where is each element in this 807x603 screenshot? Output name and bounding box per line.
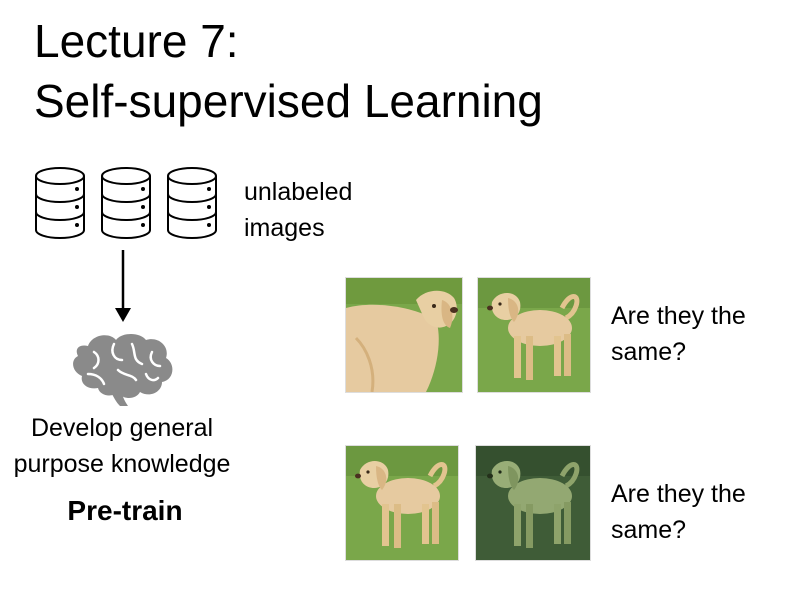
question-2-line-2: same? <box>611 516 687 544</box>
question-2-line-1: Are they the <box>611 480 746 508</box>
arrow-down-icon <box>115 250 131 322</box>
question-1-line-1: Are they the <box>611 302 746 330</box>
question-1-line-2: same? <box>611 338 687 366</box>
dog-photo-color-jittered <box>475 445 591 561</box>
pretrain-stage-label: Pre-train <box>67 495 183 526</box>
brain-icon <box>73 334 173 406</box>
pretrain-desc-line-2: purpose knowledge <box>13 450 231 478</box>
dog-photo-crop <box>345 277 463 393</box>
database-icon <box>35 167 85 239</box>
database-icon <box>101 167 151 239</box>
pretrain-desc-line-1: Develop general <box>30 414 214 442</box>
title-line-1: Lecture 7: <box>34 15 239 67</box>
title-line-2: Self-supervised Learning <box>34 75 543 127</box>
data-label-line-2: images <box>244 214 325 242</box>
dog-photo-original <box>345 445 459 561</box>
database-icon <box>167 167 217 239</box>
data-label-line-1: unlabeled <box>244 178 353 206</box>
dog-photo-full <box>477 277 591 393</box>
